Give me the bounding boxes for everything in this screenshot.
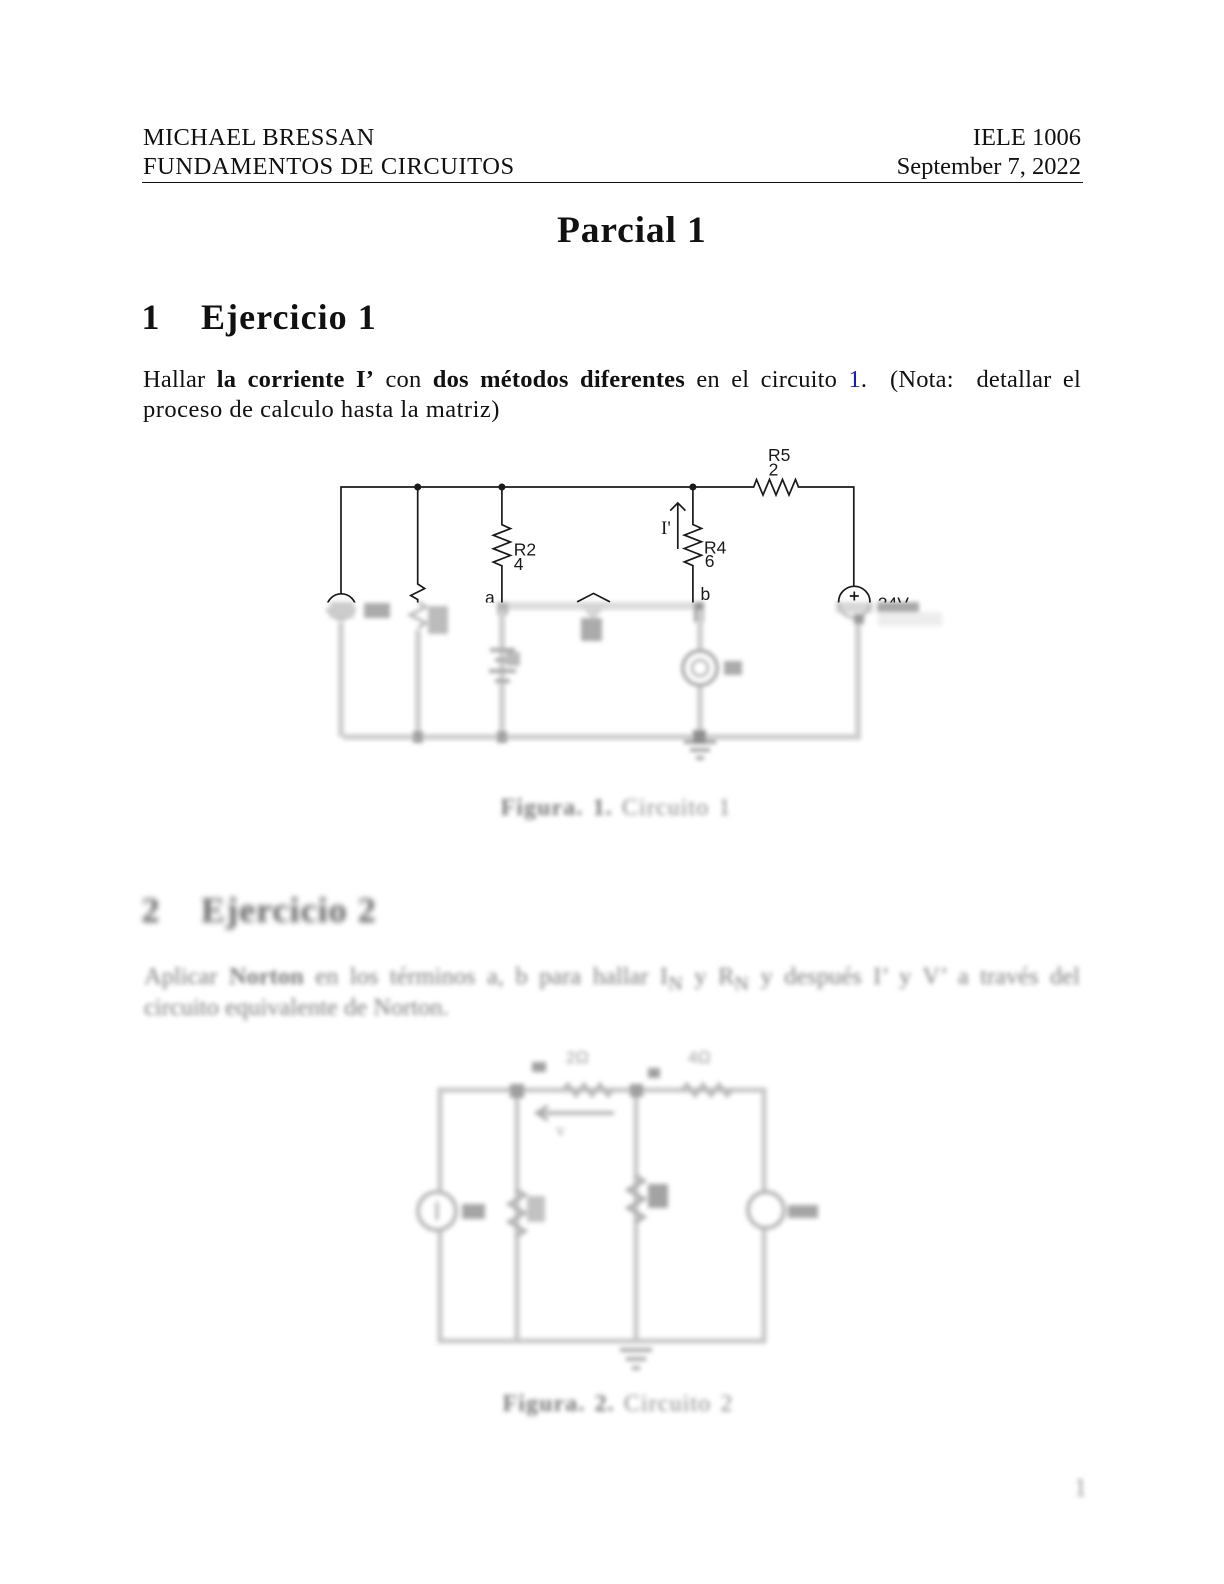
svg-text:2Ω: 2Ω [566,1048,589,1067]
svg-text:4Ω: 4Ω [688,1048,711,1067]
svg-text:b: b [701,584,711,604]
svg-text:24V: 24V [878,594,909,614]
svg-text:I': I' [661,518,671,539]
svg-text:a: a [485,587,495,607]
svg-text:R5: R5 [768,445,790,465]
svg-text:2: 2 [769,460,779,480]
svg-text:R2: R2 [514,539,536,559]
svg-text:4: 4 [514,554,524,574]
svg-text:v: v [556,1120,565,1140]
svg-text:R4: R4 [704,537,727,557]
svg-text:6: 6 [705,551,715,571]
